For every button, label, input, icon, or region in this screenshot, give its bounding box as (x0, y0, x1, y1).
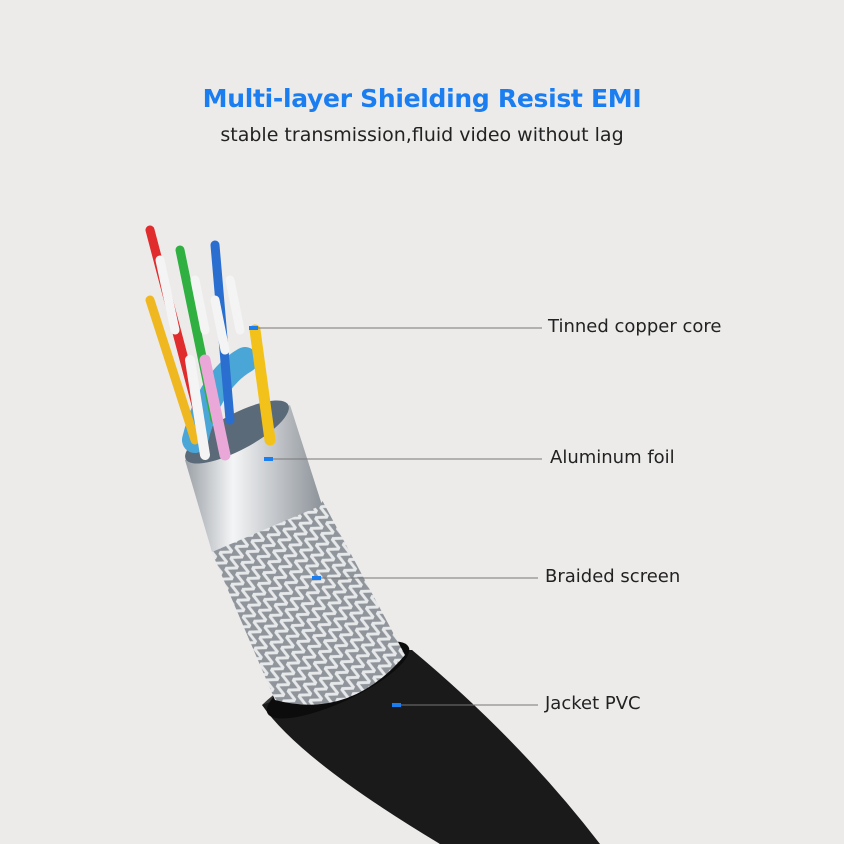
copper-core-wires (145, 225, 276, 461)
label-tinned-copper-core: Tinned copper core (548, 316, 722, 337)
callout-dot (264, 457, 273, 461)
callout-dot (392, 703, 401, 707)
callout-dot (249, 326, 258, 330)
label-aluminum-foil: Aluminum foil (550, 447, 675, 468)
label-braided-screen: Braided screen (545, 566, 681, 587)
aluminum-foil (185, 405, 322, 552)
page-title: Multi-layer Shielding Resist EMI (202, 84, 642, 113)
callout-dot (312, 576, 321, 580)
label-jacket-pvc: Jacket PVC (545, 693, 641, 714)
braided-screen (210, 500, 405, 705)
page-subtitle: stable transmission,fluid video without … (220, 124, 624, 146)
